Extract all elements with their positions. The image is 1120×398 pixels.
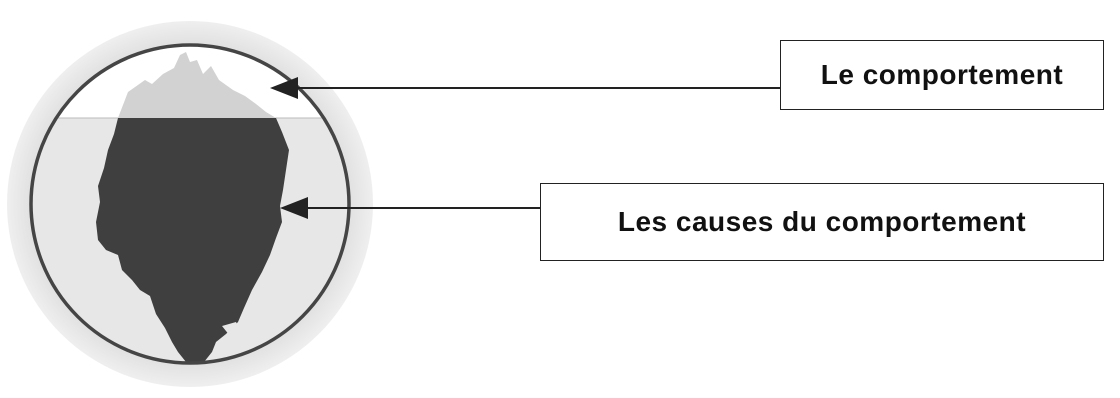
iceberg-notch <box>222 322 240 336</box>
behavior-label-box: Le comportement <box>780 40 1104 110</box>
circle-ring <box>29 43 351 365</box>
iceberg-tip <box>118 52 276 118</box>
causes-label: Les causes du comportement <box>617 206 1027 237</box>
causes-label-box: Les causes du comportement <box>540 183 1104 261</box>
iceberg-submerged <box>96 118 289 362</box>
arrow-causes <box>280 197 540 219</box>
behavior-label: Le comportement <box>820 59 1064 90</box>
arrow-behavior <box>270 77 780 99</box>
